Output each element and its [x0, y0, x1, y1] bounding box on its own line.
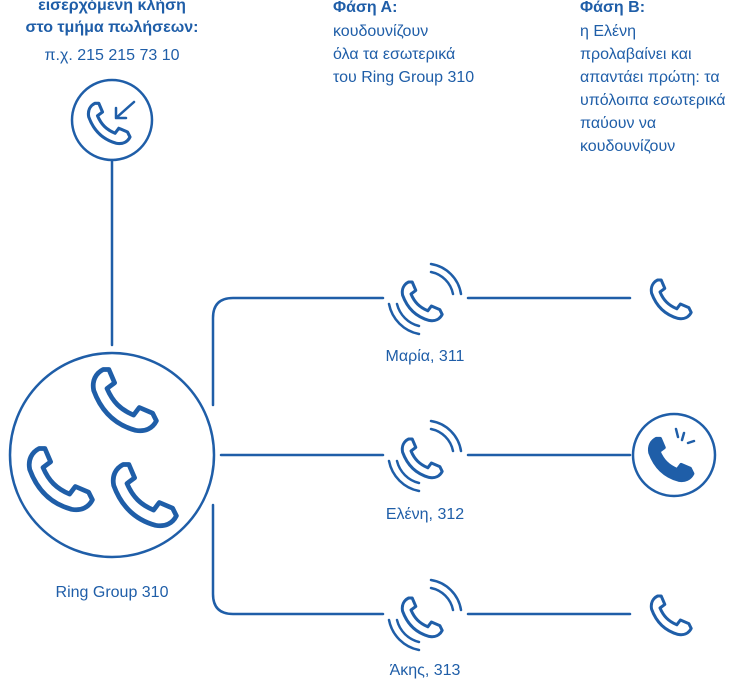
phase-a-line: κουδουνίζουν: [333, 23, 429, 40]
phase-a-line: όλα τα εσωτερικά: [333, 46, 456, 63]
incoming-call-icon: [70, 78, 154, 162]
incoming-title-line1: εισερχόμενη κλήση: [38, 0, 186, 14]
ringing-phone-icon: [387, 419, 463, 493]
phase-b-line: η Ελένη: [580, 23, 637, 40]
incoming-title-line2: στο τμήμα πωλήσεων:: [25, 19, 199, 36]
extension-label-313: Άκης, 313: [389, 662, 461, 679]
phone-icon: [649, 278, 693, 321]
phase-b-line: παύουν να: [580, 115, 657, 132]
phone-icon: [649, 594, 693, 637]
connector-line-313: [211, 503, 385, 616]
phase-b-line: υπόλοιπα εσωτερικά: [580, 92, 726, 109]
extension-label-312: Ελένη, 312: [385, 506, 465, 523]
ringing-phone-icon: [387, 262, 463, 336]
phase-a-title: Φάση Α:: [333, 0, 398, 16]
answered-phone-icon: [631, 412, 717, 498]
phase-b-line: απαντάει πρώτη: τα: [580, 69, 720, 86]
ring-group-icon: [8, 351, 216, 559]
phase-a-line: του Ring Group 310: [333, 69, 475, 86]
incoming-number: π.χ. 215 215 73 10: [44, 47, 180, 64]
phase-b-line: προλαβαίνει και: [580, 46, 692, 63]
phase-b-line: κουδουνίζουν: [580, 138, 676, 155]
ring-group-label: Ring Group 310: [55, 584, 169, 601]
phase-b-title: Φάση Β:: [580, 0, 646, 16]
connector-line-311: [211, 296, 385, 407]
ringing-phone-icon: [387, 578, 463, 652]
extension-label-311: Μαρία, 311: [385, 348, 465, 365]
